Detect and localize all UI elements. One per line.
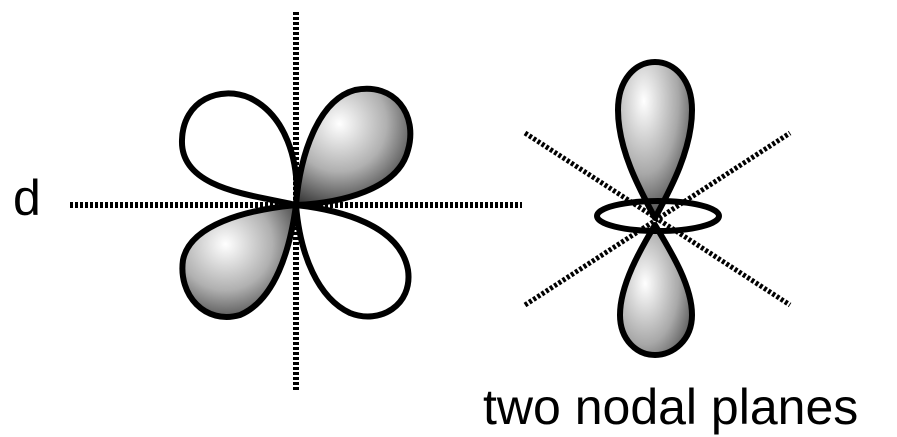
lobe-bottom-shaded [617, 222, 695, 358]
lobe-bottom-right-open [293, 202, 412, 320]
caption-label: two nodal planes [483, 379, 859, 435]
orbital-label: d [13, 170, 41, 226]
cloverleaf-d-orbital [70, 12, 522, 390]
lobe-top-shaded [615, 59, 695, 221]
lobe-top-right-shaded [293, 85, 414, 208]
torus-ring [594, 198, 722, 234]
lobe-top-left-open [178, 90, 300, 208]
dz2-orbital [523, 59, 792, 358]
lobe-bottom-left-shaded [179, 202, 299, 320]
